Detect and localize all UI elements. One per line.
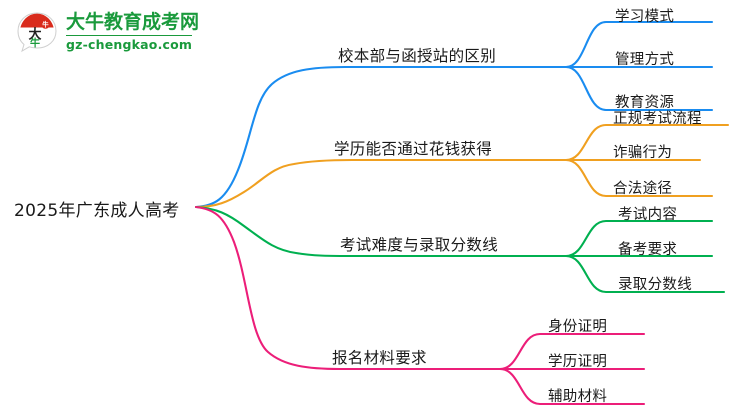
- branch-label-1[interactable]: 校本部与函授站的区别: [338, 47, 497, 65]
- branch-curve-2: [194, 158, 568, 209]
- svg-text:牛: 牛: [42, 19, 49, 28]
- svg-text:大: 大: [28, 27, 41, 43]
- branch-label-4[interactable]: 报名材料要求: [332, 349, 427, 367]
- leaf-label-2-3[interactable]: 合法途径: [613, 181, 673, 197]
- logo-divider: [66, 35, 192, 36]
- site-logo[interactable]: 牛 大 牛 大牛教育成考网 gz-chengkao.com: [14, 8, 200, 60]
- branch-curve-4: [194, 205, 502, 371]
- leaf-label-3-2[interactable]: 备考要求: [618, 242, 678, 258]
- daniu-bull-mascot-logo-icon: 牛 大 牛: [17, 12, 57, 53]
- leaf-label-1-1[interactable]: 学习模式: [615, 9, 675, 25]
- leaf-label-2-2[interactable]: 诈骗行为: [613, 145, 673, 161]
- leaf-label-4-2[interactable]: 学历证明: [548, 354, 608, 370]
- leaf-label-3-1[interactable]: 考试内容: [618, 207, 678, 223]
- branch-label-2[interactable]: 学历能否通过花钱获得: [334, 140, 493, 158]
- leaf-label-3-3[interactable]: 录取分数线: [618, 277, 692, 293]
- branch-label-3[interactable]: 考试难度与录取分数线: [340, 236, 499, 254]
- logo-wordmark: 大牛教育成考网 gz-chengkao.com: [66, 11, 200, 52]
- logo-site-url: gz-chengkao.com: [66, 37, 193, 52]
- logo-brand-name: 大牛教育成考网: [66, 11, 200, 33]
- mindmap-root-node[interactable]: 2025年广东成人高考: [14, 201, 180, 221]
- leaf-label-4-3[interactable]: 辅助材料: [548, 389, 608, 405]
- leaf-label-1-3[interactable]: 教育资源: [615, 95, 675, 111]
- leaf-label-2-1[interactable]: 正规考试流程: [613, 111, 702, 127]
- leaf-label-4-1[interactable]: 身份证明: [548, 319, 608, 335]
- svg-text:牛: 牛: [30, 37, 40, 50]
- leaf-label-1-2[interactable]: 管理方式: [615, 52, 675, 68]
